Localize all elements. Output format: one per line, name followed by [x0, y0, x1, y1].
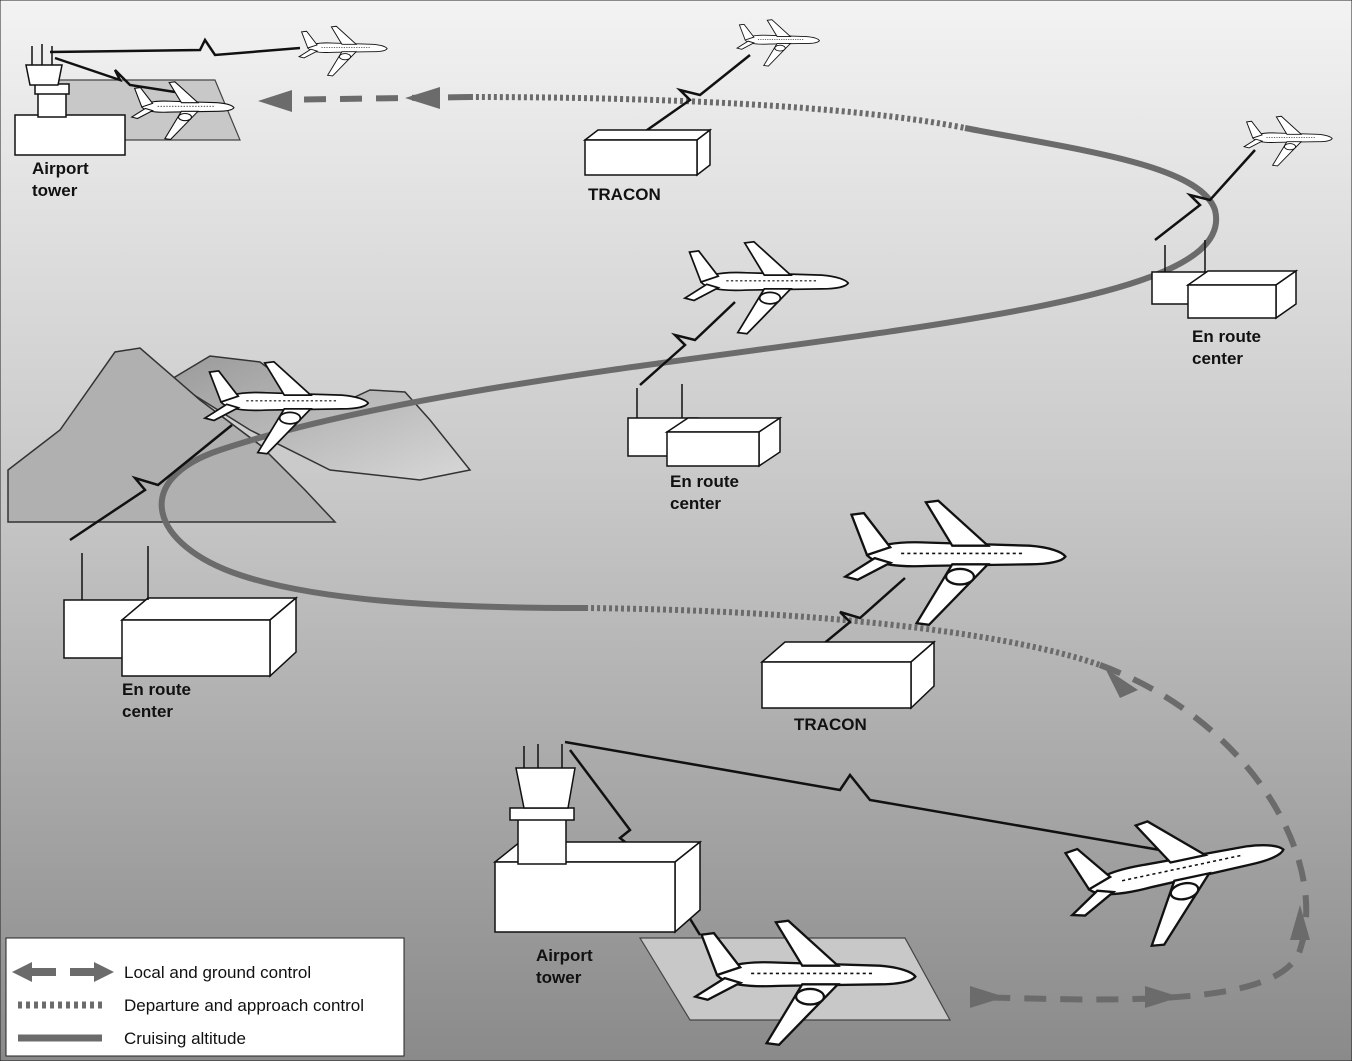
label-airport-tower-top-l1: Airport: [32, 159, 89, 178]
arrow-right: [1290, 905, 1310, 940]
arrow-top-left: [258, 90, 292, 112]
label-airport-tower-top-l2: tower: [32, 181, 78, 200]
arrow-bottom-mid: [1145, 986, 1180, 1008]
mountains: [7, 347, 472, 523]
label-airport-tower-bottom-l1: Airport: [536, 946, 593, 965]
arrow-bottom-left: [970, 986, 1005, 1008]
label-en-route-middle-l2: center: [670, 494, 721, 513]
label-airport-tower-bottom-l2: tower: [536, 968, 582, 987]
cruising-route: [158, 125, 1220, 611]
tracon-building-bottom: [759, 640, 937, 710]
departure-approach-route-top: [469, 94, 966, 131]
legend-departure-approach-label: Departure and approach control: [124, 996, 364, 1015]
airport-tower-bottom: [492, 744, 703, 934]
arrow-top-mid: [405, 87, 440, 109]
label-en-route-right-l2: center: [1192, 349, 1243, 368]
airport-tower-top: [14, 44, 126, 156]
label-en-route-middle-l1: En route: [670, 472, 739, 491]
en-route-building-right: [1151, 240, 1299, 320]
arrow-approach: [1105, 668, 1138, 698]
en-route-building-left: [63, 546, 299, 678]
legend-local-ground-label: Local and ground control: [124, 963, 311, 982]
label-en-route-left-l1: En route: [122, 680, 191, 699]
label-tracon-top: TRACON: [588, 185, 661, 204]
label-tracon-bottom: TRACON: [794, 715, 867, 734]
legend-local-ground-symbol: [12, 962, 114, 982]
tracon-building-top: [582, 128, 713, 177]
en-route-building-middle: [627, 384, 783, 468]
label-en-route-left-l2: center: [122, 702, 173, 721]
departure-approach-route-bottom: [584, 605, 1101, 668]
local-ground-route-bottom: [969, 662, 1310, 1003]
legend: Local and ground control Departure and a…: [5, 937, 405, 1057]
legend-cruising-label: Cruising altitude: [124, 1029, 246, 1048]
label-en-route-right-l1: En route: [1192, 327, 1261, 346]
